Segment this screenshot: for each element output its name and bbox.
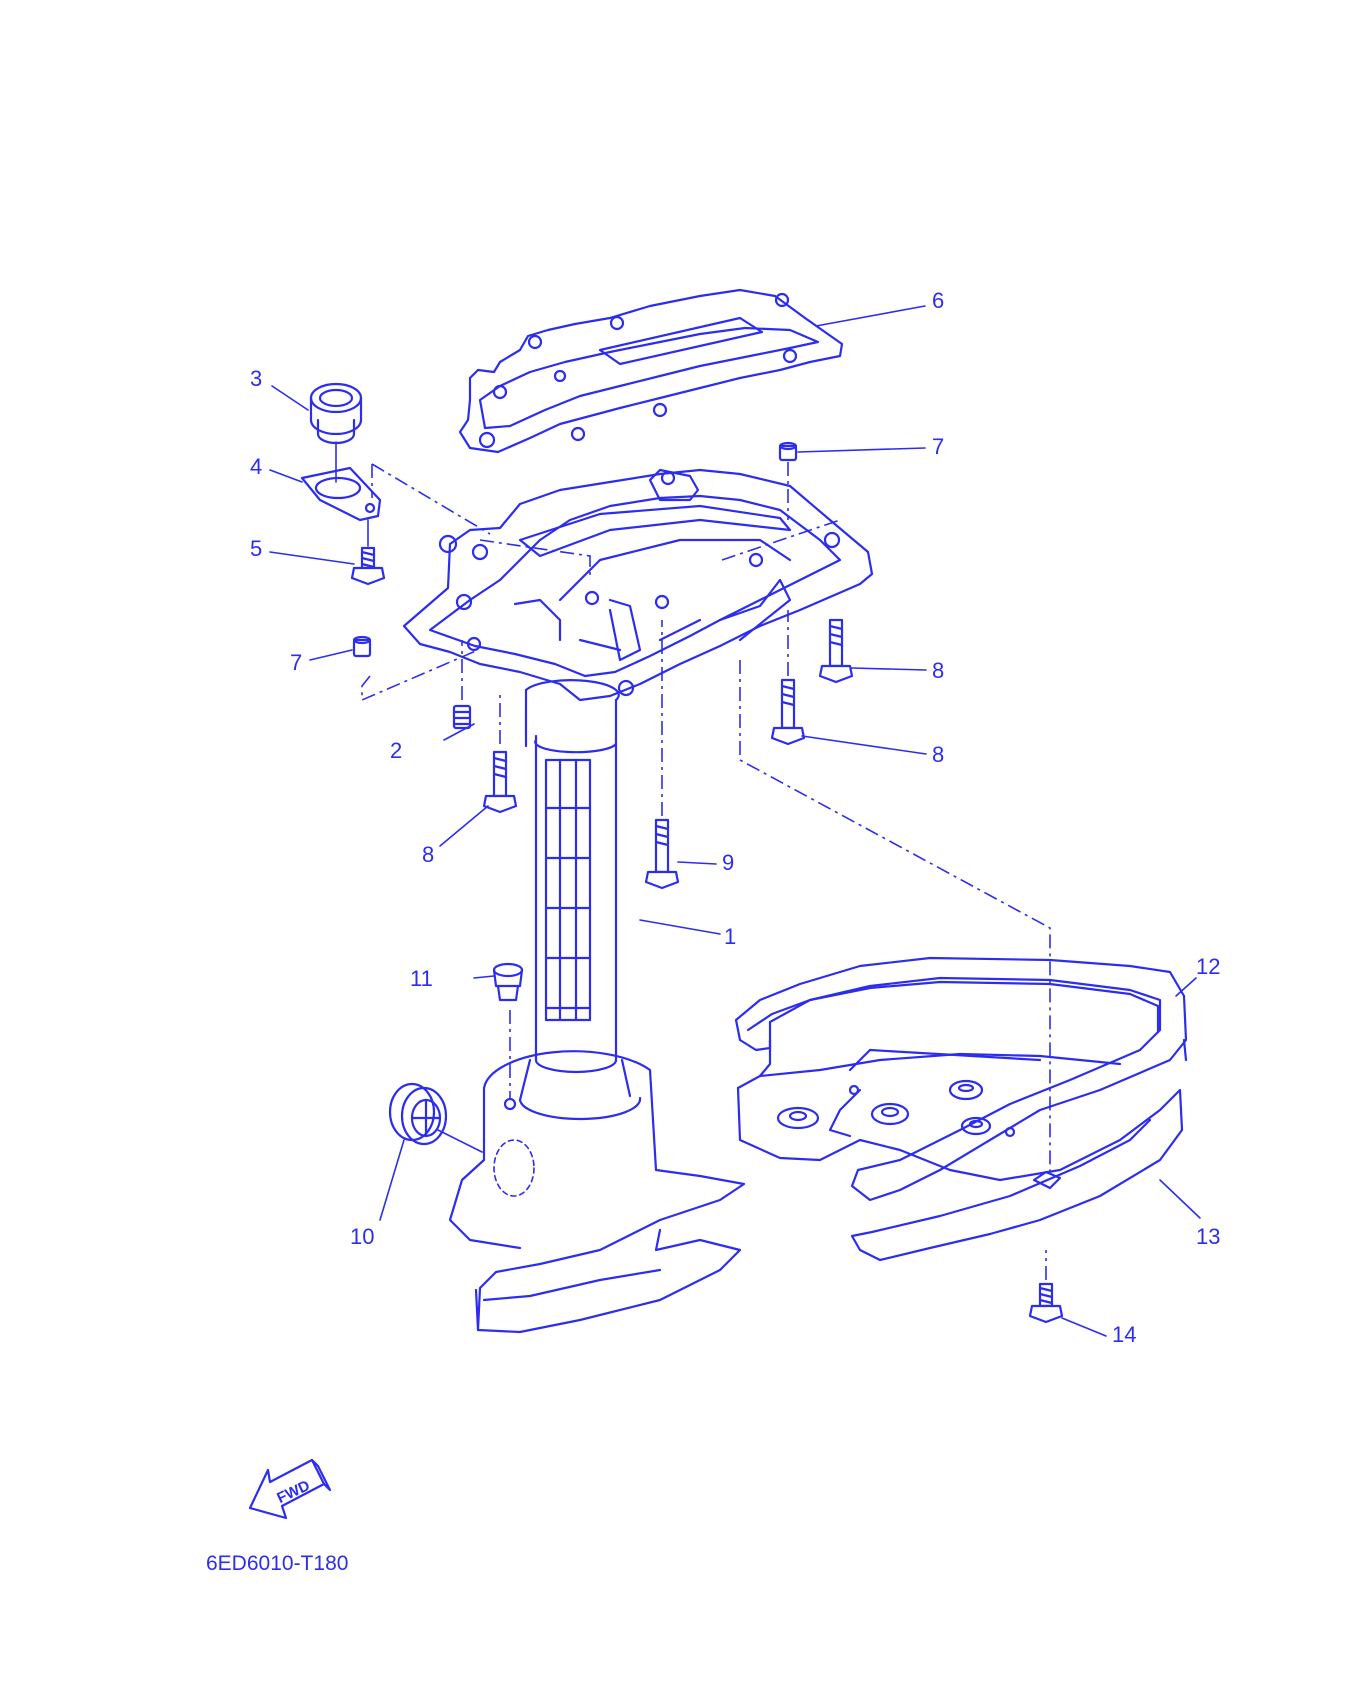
callout-11: 11 xyxy=(410,966,433,991)
callout-13: 13 xyxy=(1196,1224,1220,1249)
part-1-upper-plate xyxy=(402,468,874,702)
part-7-dowel-upper xyxy=(778,441,798,520)
callout-14: 14 xyxy=(1112,1322,1136,1347)
part-12-seal xyxy=(734,956,1188,1202)
callout-7-lower: 7 xyxy=(290,650,302,675)
callout-3: 3 xyxy=(250,366,262,391)
part-6-gasket xyxy=(458,288,844,454)
callout-8-right-upper: 8 xyxy=(932,658,944,683)
part-3-grommet xyxy=(309,382,363,483)
part-7-dowel-lower xyxy=(352,635,372,658)
part-8-bolt-left xyxy=(482,690,518,814)
leader-lines xyxy=(269,305,1201,1337)
callout-12: 12 xyxy=(1196,954,1220,979)
part-8-bolt-right-upper xyxy=(818,618,854,684)
part-11-plug xyxy=(492,962,524,1002)
part-8-bolt-right-lower xyxy=(770,610,806,746)
part-1-lower-housing xyxy=(448,1010,746,1334)
figure-code: 6ED6010-T180 xyxy=(206,1552,348,1575)
callout-2: 2 xyxy=(390,738,402,763)
part-2-plug xyxy=(452,640,472,730)
part-4-plate xyxy=(300,466,382,547)
part-1-shaft-housing xyxy=(518,679,632,1102)
callout-6: 6 xyxy=(932,288,944,313)
alignment-lines xyxy=(361,463,1051,1176)
part-13-lower-cover xyxy=(736,1048,1184,1262)
callout-10: 10 xyxy=(350,1224,374,1249)
part-14-bolt xyxy=(1028,1250,1064,1324)
part-9-bolt xyxy=(644,620,680,890)
callout-4: 4 xyxy=(250,454,262,479)
part-5-bolt xyxy=(350,546,386,586)
callout-7-upper: 7 xyxy=(932,434,944,459)
part-10-grommet xyxy=(388,1082,448,1146)
callouts: 1 2 3 4 5 6 7 7 8 8 8 9 10 11 12 13 14 xyxy=(250,288,1220,1347)
callout-9: 9 xyxy=(722,850,734,875)
callout-1: 1 xyxy=(724,924,736,949)
fwd-arrow-icon: FWD xyxy=(248,1458,332,1520)
callout-8-left: 8 xyxy=(422,842,434,867)
callout-5: 5 xyxy=(250,536,262,561)
callout-8-right-lower: 8 xyxy=(932,742,944,767)
